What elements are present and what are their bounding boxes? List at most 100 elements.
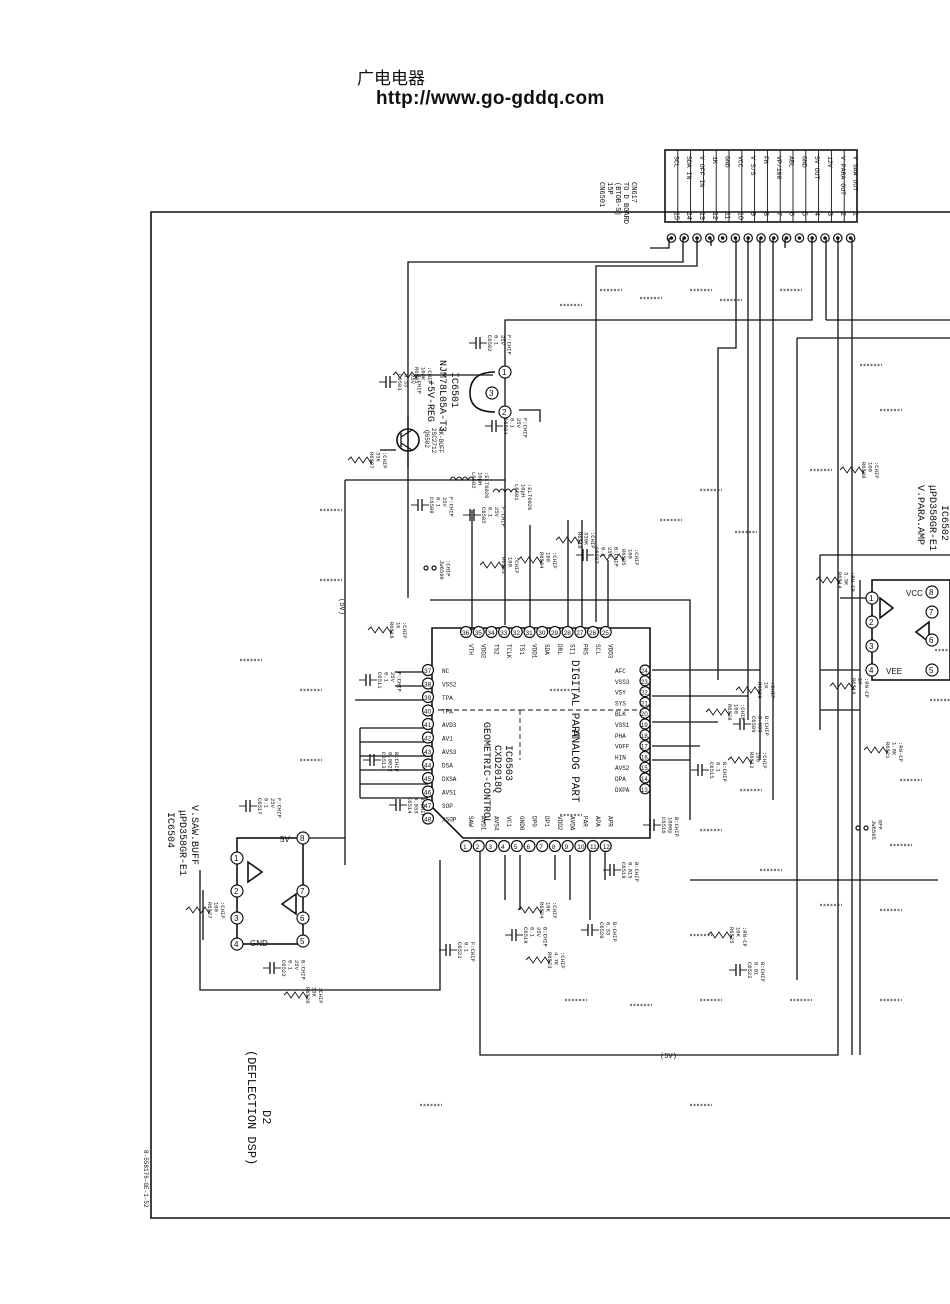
component-r6512-text-0: R6512 bbox=[748, 752, 755, 769]
ic6503-pin-8: 8 bbox=[552, 844, 556, 851]
component-c6516-text-2: B:CHIP bbox=[673, 817, 680, 837]
component-l6501-text-2: :ELT6026 bbox=[526, 484, 533, 510]
ic6503-pin-30-label: SDA bbox=[543, 644, 550, 655]
connector-pin-3-label: 12V bbox=[826, 156, 833, 168]
ic6503-pin-12: 12 bbox=[603, 844, 611, 851]
component-c6505-text-1: 0.1 bbox=[487, 507, 494, 518]
ic6504-pin-8: 8 bbox=[300, 834, 305, 843]
connector-pin-7-label: VP/100 bbox=[775, 156, 782, 180]
component-r6503-text-1: 100 bbox=[507, 557, 514, 567]
ic6503-pin-22-label: VSY bbox=[615, 690, 626, 697]
component-c6517-text-1: 0.1 bbox=[263, 798, 270, 809]
ic6503-pin-31: 31 bbox=[526, 630, 534, 637]
ic6501-regulator: 1 3 2 IC6501 NJM78L05A-T3 +5V-REG bbox=[424, 360, 512, 432]
ic6503-pin-29-label: DRL bbox=[556, 644, 563, 655]
ic6503-pin-17: 17 bbox=[641, 745, 648, 751]
component-r6523-text-2: :CHIP bbox=[559, 952, 566, 969]
component-r6523-text-0: R6523 bbox=[546, 952, 553, 969]
component-l6502-text-1: 10μH bbox=[477, 472, 484, 485]
component-r6509-text-1: 1K bbox=[763, 682, 770, 689]
ic6504-pin-4: 4 bbox=[234, 940, 239, 949]
component-l6501-text-0: L6501 bbox=[513, 484, 520, 501]
component-c6515-text-1: 0.1 bbox=[715, 762, 722, 773]
ic6503-pin-29: 29 bbox=[551, 630, 559, 637]
component-c6519-text-3: B:CHIP bbox=[542, 927, 549, 947]
ic6503-pin-47: 47 bbox=[424, 803, 432, 810]
component-c6507-text-2: 25V bbox=[606, 547, 613, 558]
component-c6507-text-1: 0.1 bbox=[600, 547, 607, 558]
ic6502-label-vee: VEE bbox=[886, 667, 902, 676]
component-c6518-text-2: B:CHIP bbox=[633, 862, 640, 882]
component-r6508-text-1: 100 bbox=[867, 462, 874, 472]
board-frame bbox=[150, 211, 950, 1219]
ic6503-pin-37-label: NC bbox=[442, 668, 450, 675]
component-c6508-text-1: 0.1 bbox=[435, 497, 442, 508]
component-r6526-text-2: :CHIP bbox=[317, 987, 324, 1004]
connector-line-2: (BTOB-S) bbox=[613, 182, 621, 216]
ic6503-pin-25: 25 bbox=[602, 630, 610, 637]
ic6503-pin-2-label: AVD1 bbox=[480, 816, 487, 831]
component-c6517-text-3: F:CHIP bbox=[276, 798, 283, 818]
component-r6512-text-1: 100 bbox=[755, 752, 762, 762]
ic6504-function: V.SAW.BUFF bbox=[188, 805, 199, 865]
connector-pin-1-label: V SAW OUT bbox=[852, 156, 859, 191]
connector-pin-14-number: 14 bbox=[685, 212, 692, 220]
q6502-transistor: Q6502 2SC2712 1K-BUFF bbox=[396, 428, 444, 454]
component-c6517-text-2: 25V bbox=[269, 798, 276, 809]
component-c6513-text-1: 0.0022 bbox=[387, 752, 394, 772]
component-c6513-text-2: B:CHIP bbox=[393, 752, 400, 772]
ic6503-pin-6: 6 bbox=[527, 844, 531, 851]
component-c6514-text-0: C6514 bbox=[406, 797, 413, 814]
ic6503-pin-32-label: TS1 bbox=[518, 644, 525, 655]
connector-pin-5-number: 5 bbox=[800, 212, 807, 216]
component-l6502-text-2: :ELT6026 bbox=[483, 472, 490, 498]
component-r6505-text-1: 100 bbox=[627, 549, 634, 559]
component-r6525-text-2: :RN-CP bbox=[741, 927, 748, 947]
ic6503-pin-23-label: VSS3 bbox=[615, 679, 630, 686]
component-jw6505-text-0: JW6505 bbox=[870, 820, 877, 840]
ic6503-pin-7-label: DP1 bbox=[543, 816, 550, 827]
ic6503-pin-15: 15 bbox=[641, 766, 648, 772]
component-r6504-text-0: R6504 bbox=[538, 552, 545, 569]
component-c6507-text-0: C6507 bbox=[593, 547, 600, 564]
component-r6504-text-2: :CHIP bbox=[551, 552, 558, 569]
component-c6523-text-2: 25V bbox=[293, 960, 300, 971]
ic6503-pin-38: 38 bbox=[424, 682, 432, 689]
connector-pin-3-number: 3 bbox=[826, 212, 833, 216]
ic6503-pin-27-label: PRS bbox=[581, 644, 588, 655]
ic6503-pin-30: 30 bbox=[538, 630, 546, 637]
component-c6503-text-3: B:CHIP bbox=[416, 374, 423, 394]
component-c6514-text-1: 0.033 bbox=[413, 797, 420, 814]
ic6503-pin-11-label: APA bbox=[594, 816, 601, 827]
ic6503-pin-28: 28 bbox=[564, 630, 572, 637]
ic6503-pin-7: 7 bbox=[539, 844, 543, 851]
component-r6512-text-2: :CHIP bbox=[761, 752, 768, 769]
ic6504-pin-1: 1 bbox=[234, 854, 239, 863]
component-c6520-text-2: B:CHIP bbox=[611, 922, 618, 942]
component-c6503-text-1: 0.33 bbox=[403, 374, 410, 387]
component-r6505-text-2: :CHIP bbox=[633, 549, 640, 566]
ic6503-pin-14: 14 bbox=[641, 777, 648, 783]
component-c6521-text-2: F:CHIP bbox=[469, 942, 476, 962]
component-c6518-text-1: 0.015 bbox=[627, 862, 634, 879]
component-r6524-text-2: :CHIP bbox=[551, 902, 558, 919]
component-r6507-text-2: :CHIP bbox=[381, 452, 388, 469]
component-c6504-text-0: C6504 bbox=[502, 418, 509, 435]
component-r6527-text-1: 100 bbox=[213, 902, 220, 912]
component-r6526-text-0: R6526 bbox=[304, 987, 311, 1004]
component-c6508-text-0: C6508 bbox=[428, 497, 435, 514]
header-url[interactable]: http://www.go-gddq.com bbox=[376, 88, 605, 109]
ic6503-pin-41: 41 bbox=[424, 722, 432, 729]
component-c6509-text-2: B:CHIP bbox=[763, 716, 770, 736]
ic6503-pin-16: 16 bbox=[641, 755, 648, 761]
ic6503-pin-35: 35 bbox=[475, 630, 483, 637]
